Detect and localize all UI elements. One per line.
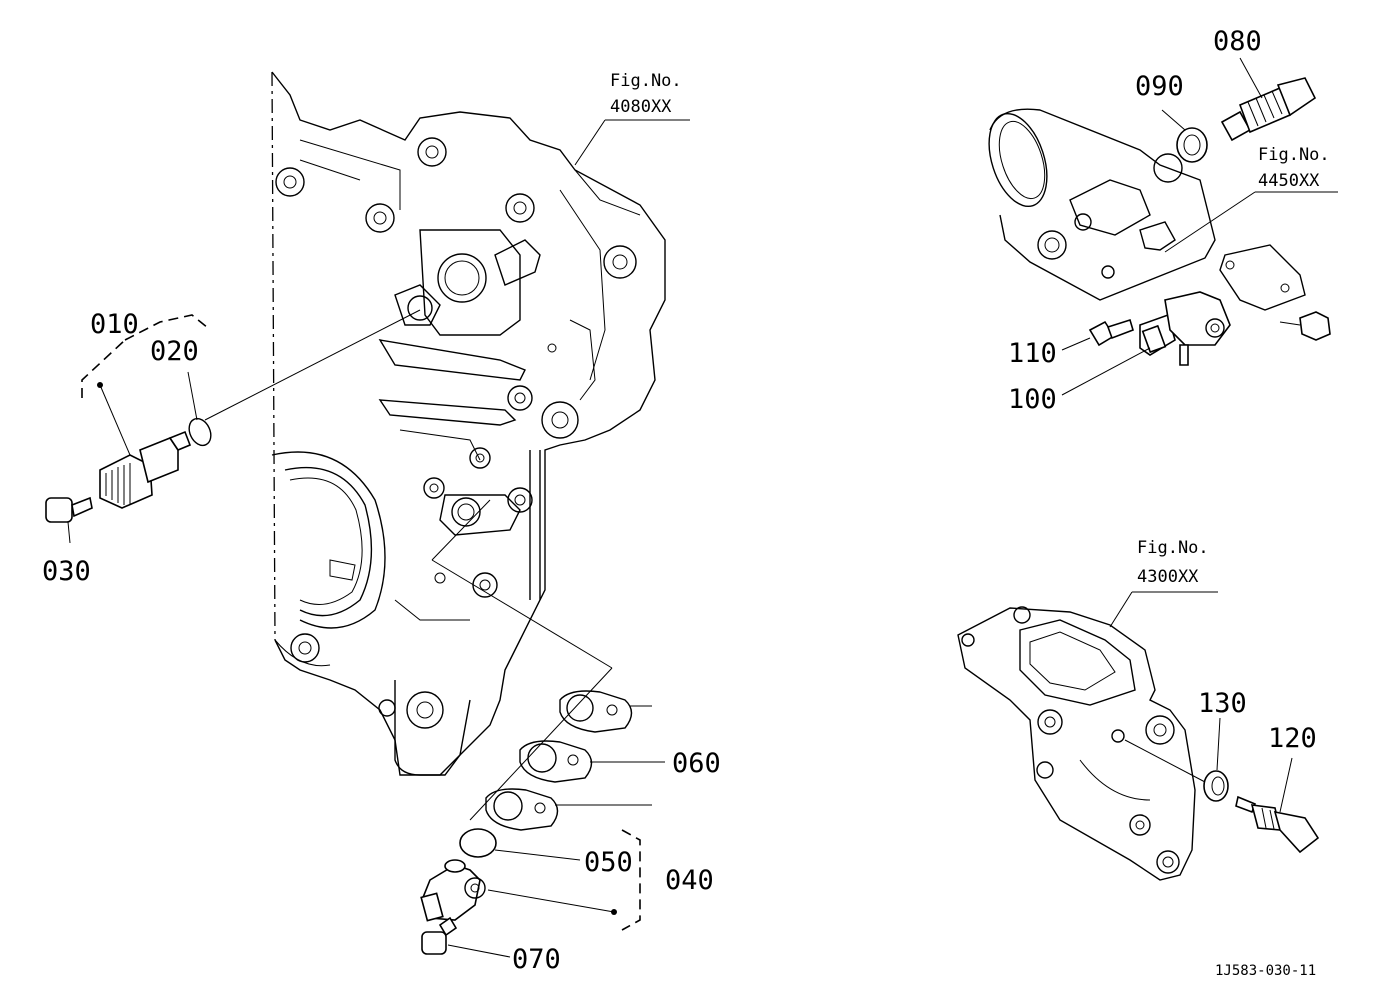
callout-020: 020 (150, 336, 199, 367)
washer-090 (1176, 127, 1208, 163)
callout-050: 050 (584, 847, 633, 878)
gasket-060-lower (485, 788, 559, 831)
sensor-080 (1220, 77, 1317, 142)
washer-130 (1203, 770, 1229, 802)
callout-100: 100 (1008, 384, 1057, 415)
callout-130: 130 (1198, 688, 1247, 719)
sensor-120 (1235, 795, 1320, 854)
callout-070: 070 (512, 944, 561, 975)
callout-120: 120 (1268, 723, 1317, 754)
callout-030: 030 (42, 556, 91, 587)
fig-ref-2-number: 4450XX (1258, 171, 1320, 191)
callout-090: 090 (1135, 71, 1184, 102)
callout-080: 080 (1213, 26, 1262, 57)
gasket-060-upper (559, 690, 633, 733)
o-ring-050 (459, 828, 497, 858)
o-ring-020 (188, 417, 212, 447)
thermostat-housing (988, 108, 1216, 301)
fig-ref-1-number: 4080XX (610, 97, 672, 117)
fig-ref-1-label: Fig.No. (610, 71, 682, 91)
bolt-030 (45, 496, 93, 523)
gasket-060-middle (519, 740, 593, 783)
bracket-4450 (1219, 244, 1331, 341)
fig-ref-2-label: Fig.No. (1258, 145, 1330, 165)
cam-sensor-040 (420, 859, 486, 922)
fig-ref-3-number: 4300XX (1137, 567, 1199, 587)
bolt-070 (421, 916, 458, 955)
speed-sensor-010 (99, 430, 192, 509)
drawing-code: 1J583-030-11 (1215, 963, 1316, 979)
callout-010: 010 (90, 309, 139, 340)
sensor-100 (1139, 291, 1231, 366)
fig-ref-3-label: Fig.No. (1137, 538, 1209, 558)
callout-040: 040 (665, 865, 714, 896)
gear-case-housing (271, 71, 666, 776)
callout-110: 110 (1008, 338, 1057, 369)
water-flange (957, 606, 1196, 881)
bolt-110 (1088, 318, 1134, 347)
callout-060: 060 (672, 748, 721, 779)
